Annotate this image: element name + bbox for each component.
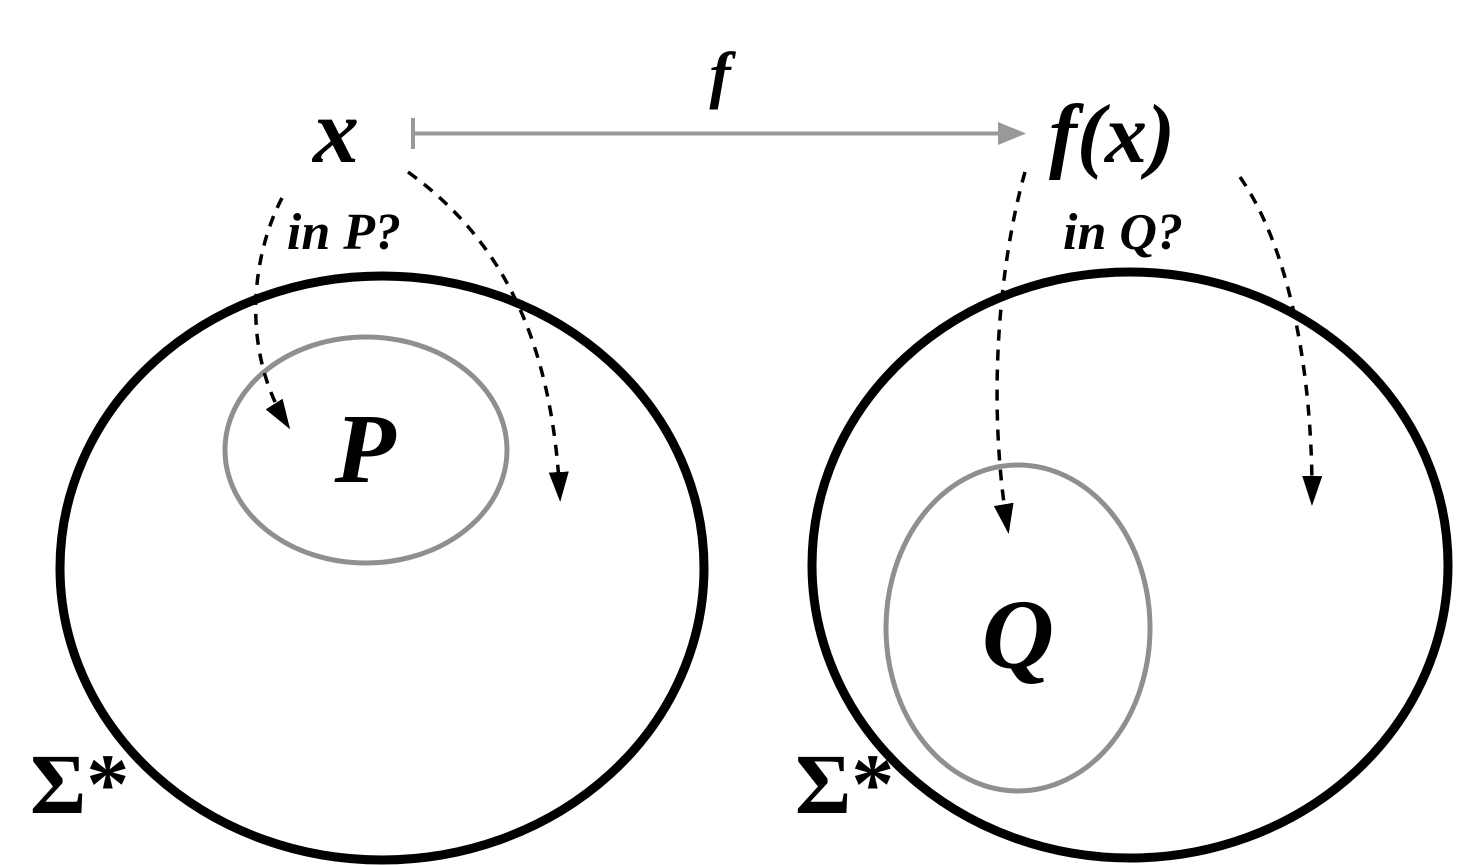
map-arrowhead-icon bbox=[998, 122, 1026, 145]
query-p-label: in P? bbox=[287, 204, 401, 261]
universe-ellipse-left bbox=[55, 271, 709, 865]
dashed-arrow-x-to-p bbox=[254, 197, 291, 430]
function-label: f bbox=[709, 39, 736, 110]
query-q-label: in Q? bbox=[1063, 204, 1183, 261]
universe-ellipse-right bbox=[807, 267, 1453, 863]
set-q-label: Q bbox=[982, 579, 1054, 690]
subset-q-ellipse bbox=[883, 462, 1153, 794]
map-arrow bbox=[411, 118, 1026, 149]
input-label: x bbox=[311, 80, 359, 182]
dashed-arrow-x-to-complement bbox=[406, 170, 569, 502]
dashed-arrow-fx-to-complement bbox=[1238, 176, 1323, 506]
subset-p-ellipse bbox=[222, 334, 510, 566]
universe-right-label: Σ* bbox=[795, 736, 894, 832]
universe-left-label: Σ* bbox=[30, 736, 129, 832]
set-p-label: P bbox=[333, 393, 396, 504]
output-label: f(x) bbox=[1049, 88, 1175, 181]
dashed-arrow-fx-to-q bbox=[993, 171, 1027, 534]
